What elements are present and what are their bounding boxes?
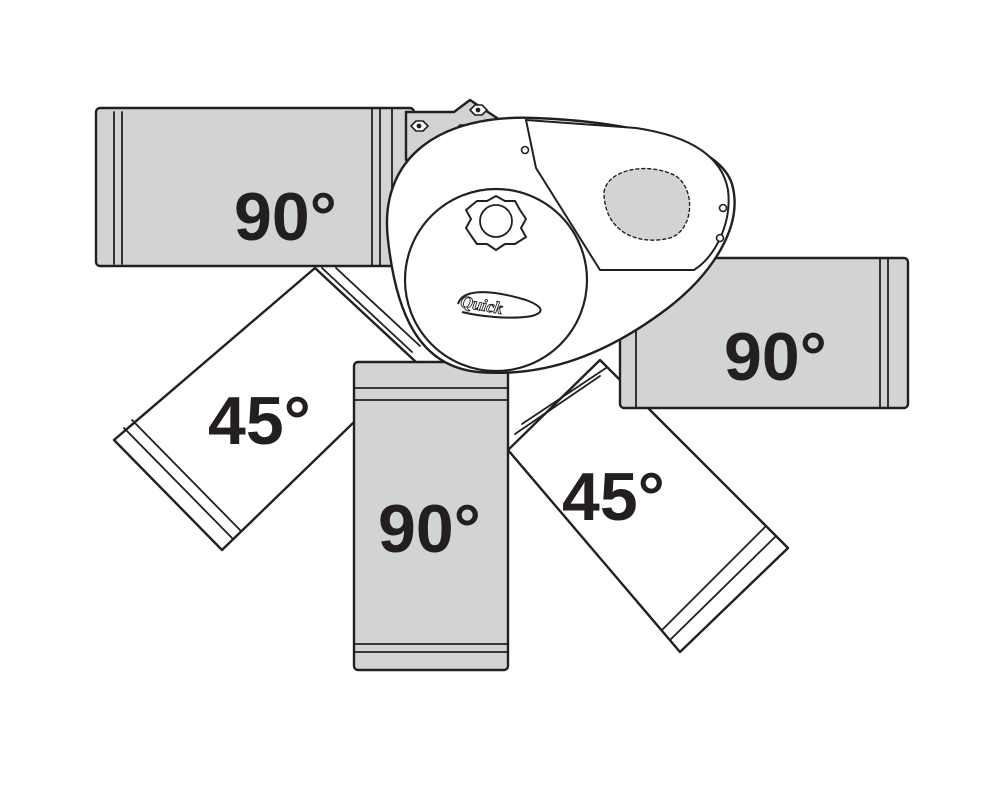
windlass-body [385, 116, 736, 374]
motor-lower-right-diagonal [506, 358, 790, 654]
motor-lower-left-diagonal [112, 266, 421, 552]
angle-label-lower-right-diagonal: 45° [562, 459, 665, 535]
control-area-outline [603, 167, 691, 241]
spline-socket-icon [465, 195, 527, 251]
angle-label-lower-left-diagonal: 45° [208, 383, 311, 459]
angle-label-right: 90° [724, 319, 827, 395]
motor-right [618, 256, 910, 410]
motor-bottom [352, 360, 510, 672]
motor-upper-left [94, 106, 416, 268]
angle-label-upper-left: 90° [234, 179, 337, 255]
angle-label-bottom: 90° [378, 491, 481, 567]
